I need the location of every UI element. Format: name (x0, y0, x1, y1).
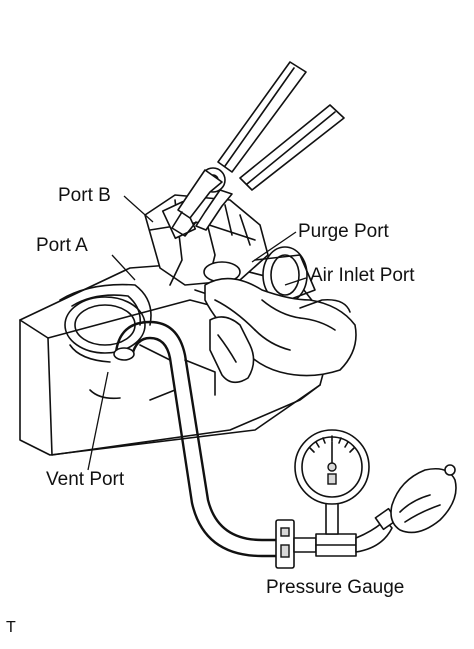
leader-lines (87, 195, 307, 471)
label-vent-port: Vent Port (46, 469, 125, 490)
label-port-a: Port A (36, 235, 88, 256)
hose (113, 320, 278, 558)
label-port-b: Port B (58, 185, 111, 206)
hands (204, 277, 357, 384)
label-pressure-gauge: Pressure Gauge (266, 577, 405, 598)
corner-mark: T (6, 619, 16, 636)
pliers (171, 61, 345, 237)
pressure-gauge (275, 429, 457, 569)
label-purge-port: Purge Port (298, 221, 389, 242)
label-air-inlet-port: Air Inlet Port (310, 265, 415, 286)
